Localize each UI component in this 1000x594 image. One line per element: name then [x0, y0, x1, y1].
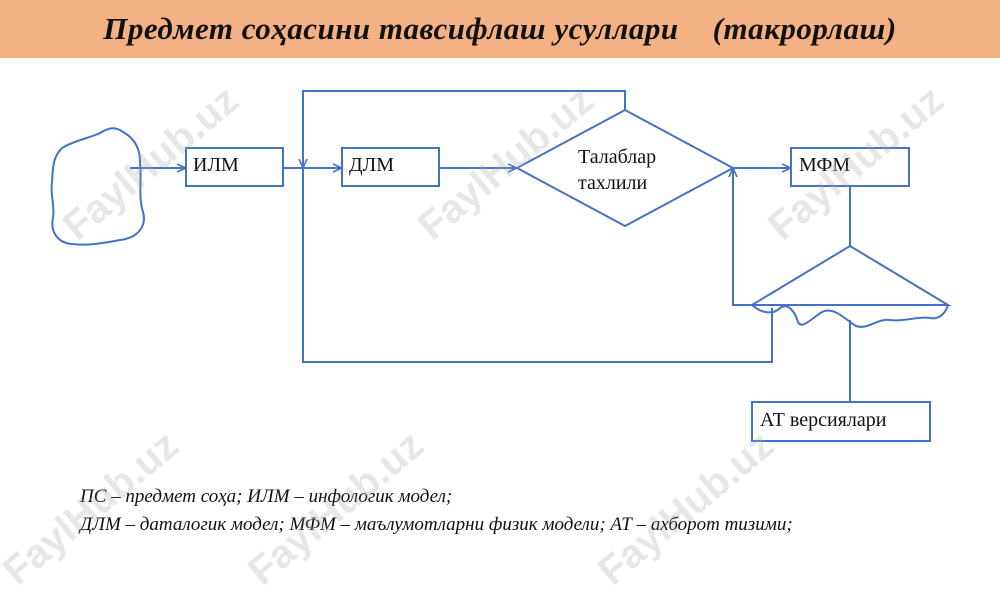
requirements-diamond — [514, 108, 736, 228]
subject-area-blob — [50, 127, 145, 246]
requirements-label-line2: тахлили — [578, 172, 648, 194]
title-note: (такрорлаш) — [712, 11, 897, 46]
title-main: Предмет соҳасини тавсифлаш усуллари — [103, 11, 679, 46]
at-versions-label: АТ версиялари — [760, 409, 887, 431]
page-title: Предмет соҳасини тавсифлаш усуллари (такр… — [103, 11, 896, 47]
process-diagram — [50, 90, 952, 442]
distribution-fan — [748, 244, 952, 306]
title-bar: Предмет соҳасини тавсифлаш усуллари (такр… — [0, 0, 1000, 58]
fan-to-diamond-line — [732, 168, 752, 306]
mfm-label: МФМ — [799, 154, 851, 176]
requirements-label-line1: Талаблар — [578, 146, 657, 168]
feedback-top-line — [302, 90, 626, 168]
legend-line-1: ПС – предмет соҳа; ИЛМ – инфологик модел… — [80, 486, 453, 507]
dlm-label: ДЛМ — [349, 154, 394, 176]
distribution-fan-wave — [751, 304, 949, 328]
at-versions-box — [751, 401, 931, 442]
feedback-bottom-line — [302, 168, 773, 363]
legend-line-2: ДЛМ – даталогик модел; МФМ – маълумотлар… — [80, 514, 793, 535]
ilm-label: ИЛМ — [193, 154, 239, 176]
